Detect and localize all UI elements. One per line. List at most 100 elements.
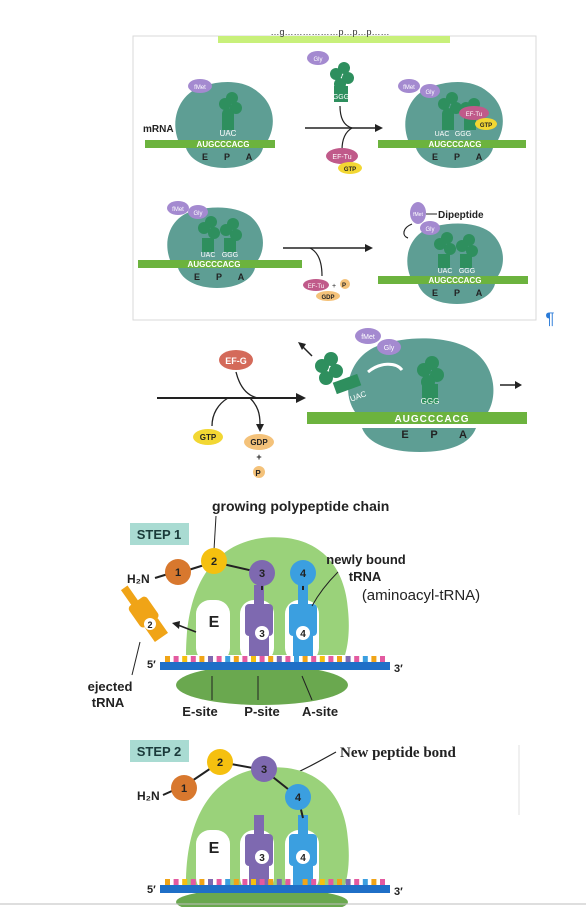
gly-bead (307, 51, 329, 65)
gtp-bound (475, 118, 497, 130)
gly-text-4: Gly (426, 227, 435, 233)
mrna-base-tick (216, 879, 222, 885)
e-label-2: E (209, 840, 220, 857)
mrna-base-tick (208, 656, 213, 662)
mrna-base-tick (268, 879, 274, 885)
mrna-base-tick (225, 879, 231, 885)
ribosome-small-cartoon (176, 665, 348, 705)
incoming-gly-trna: Gly GGG (307, 51, 354, 102)
mrna-base-tick (199, 879, 205, 885)
ef-g-text: EF-G (225, 356, 247, 366)
aa2-2 (207, 749, 233, 775)
fmet-text-5: fMet (361, 334, 375, 341)
gdp-bead-2 (244, 434, 274, 450)
mrna-base-tick (354, 879, 360, 885)
aa-4-label: 4 (300, 568, 307, 580)
aa-1 (165, 559, 191, 585)
ef-tu-out (326, 148, 358, 164)
fmet-bead-2 (355, 328, 381, 344)
ef-tu-released (303, 279, 329, 291)
eject-arrow-head (172, 621, 180, 629)
gdp-bead (316, 291, 340, 301)
anticodon-uac-4: UAC (438, 268, 453, 275)
mrna-base-tick (242, 656, 248, 662)
ribosome-small-subunit (178, 268, 255, 288)
gdp-text-2: GDP (250, 438, 268, 447)
mrna-label: mRNA (143, 124, 174, 135)
arrow-1-curve-out (341, 127, 353, 151)
mrna-base-tick (182, 879, 188, 885)
mrna-base-tick (337, 656, 342, 662)
arrow-3-curve-gtp (211, 397, 229, 427)
trna-a2-number: 4 (300, 853, 306, 864)
mrna-base-tick (216, 656, 222, 662)
mrna-base-tick (337, 879, 342, 885)
mrna-base-tick (354, 656, 360, 662)
site-p-1: P (224, 152, 230, 162)
mrna-ticks-1 (165, 656, 385, 662)
mrna-base-tick (208, 879, 213, 885)
peptidyl-trna (417, 356, 444, 404)
header-fragment: …g………………p…p…p…… (270, 27, 389, 37)
ejected-label-2: tRNA (92, 695, 125, 710)
mrna-base-tick (371, 656, 377, 662)
ejected-trna-badge (144, 618, 156, 630)
gly-bead (188, 205, 208, 219)
gtp-text-2: GTP (200, 433, 217, 442)
aa-4 (290, 560, 316, 586)
step1-badge (130, 523, 189, 545)
codon-seq-4: AUGCCCACG (429, 276, 482, 285)
exit-arrow (301, 345, 313, 357)
aa-1-label: 1 (175, 567, 181, 579)
a-site-pointer (301, 675, 313, 701)
anticodon-ggg-2: GGG (455, 131, 471, 138)
h2n-label-1: H₂N (127, 572, 150, 586)
mrna-strand-1 (145, 140, 275, 148)
plus-1: + (332, 283, 336, 290)
trna-a-number: 4 (300, 629, 306, 640)
step2-badge-text: STEP 2 (137, 744, 182, 759)
gly-text: Gly (314, 57, 323, 63)
mrna-base-tick (319, 879, 325, 885)
ef-tu-bound-text: EF-Tu (466, 112, 482, 118)
e-site-slot-2 (196, 830, 230, 892)
exiting-trna (315, 352, 362, 395)
fmet-bead (398, 79, 420, 93)
codon-seq-5: AUGCCCACG (394, 414, 469, 425)
pilcrow-mark: ¶ (545, 309, 554, 328)
ribosome-4: fMet Gly UAC GGG (403, 202, 503, 304)
mrna-base-tick (302, 879, 308, 885)
three-prime-1: 3′ (394, 663, 403, 675)
mrna-base-tick (328, 656, 334, 662)
ef-tu-released-text: EF-Tu (308, 284, 324, 290)
mrna-base-tick (233, 879, 239, 885)
newly-bound-3: (aminoacyl-tRNA) (362, 587, 480, 604)
mrna-base-tick (276, 879, 282, 885)
mrna-base-tick (190, 879, 196, 885)
step1-title: growing polypeptide chain (212, 498, 389, 514)
site-a-4: A (476, 288, 483, 298)
mrna-base-tick (345, 879, 351, 885)
mrna-base-tick (302, 656, 308, 662)
fmet-text: fMet (194, 85, 206, 91)
ef-tu-bound (459, 106, 489, 120)
mrna-base-tick (319, 656, 325, 662)
arrow-2-head (365, 244, 373, 252)
top-panel: …g………………p…p…p…… fMet UAC AUGCCCACG mRNA … (132, 27, 537, 321)
three-prime-2: 3′ (394, 886, 403, 898)
fmet-text-4: fMet (413, 212, 423, 218)
gly-text-3: Gly (194, 211, 203, 217)
e-site-slot (196, 600, 230, 662)
plus-2: + (256, 452, 261, 462)
gdp-text: GDP (321, 295, 334, 301)
mrna-base-tick (311, 656, 317, 662)
gly-text-5: Gly (384, 345, 395, 352)
aa2-3-label: 3 (261, 764, 267, 776)
ejected-trna (120, 585, 168, 643)
gtp-bound-text: GTP (480, 123, 492, 129)
fmet-bead (410, 202, 426, 224)
eject-arrow (177, 624, 197, 633)
arrow-3-head (296, 393, 306, 403)
newly-bound-pointer (311, 571, 339, 607)
mrna-base-tick (259, 879, 265, 885)
